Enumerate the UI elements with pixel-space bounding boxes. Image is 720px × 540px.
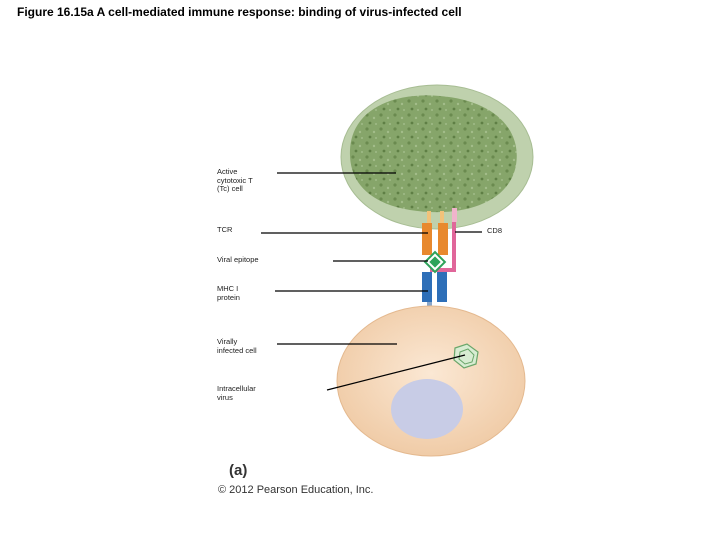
copyright-notice: © 2012 Pearson Education, Inc. <box>218 484 374 496</box>
label-intracellular-virus: Intracellular virus <box>217 384 256 402</box>
leader-virus <box>326 354 466 391</box>
label-cd8: CD8 <box>487 226 503 235</box>
intracellular-virus-particle <box>453 343 479 369</box>
label-mhc-i-protein: MHC I protein <box>217 284 240 302</box>
tcr-receptor <box>422 211 448 255</box>
nucleus <box>391 379 463 439</box>
viral-epitope <box>423 250 447 274</box>
label-viral-epitope: Viral epitope <box>217 255 259 264</box>
label-tcr: TCR <box>217 225 233 234</box>
label-cytotoxic-t-cell: Active cytotoxic T (Tc) cell <box>217 167 253 193</box>
figure-title: Figure 16.15a A cell-mediated immune res… <box>17 5 462 19</box>
panel-label: (a) <box>229 462 248 479</box>
virally-infected-cell <box>336 305 526 457</box>
label-virally-infected-cell: Virally infected cell <box>217 337 257 355</box>
cytotoxic-t-cell <box>340 84 534 230</box>
leader-lines <box>261 172 482 391</box>
